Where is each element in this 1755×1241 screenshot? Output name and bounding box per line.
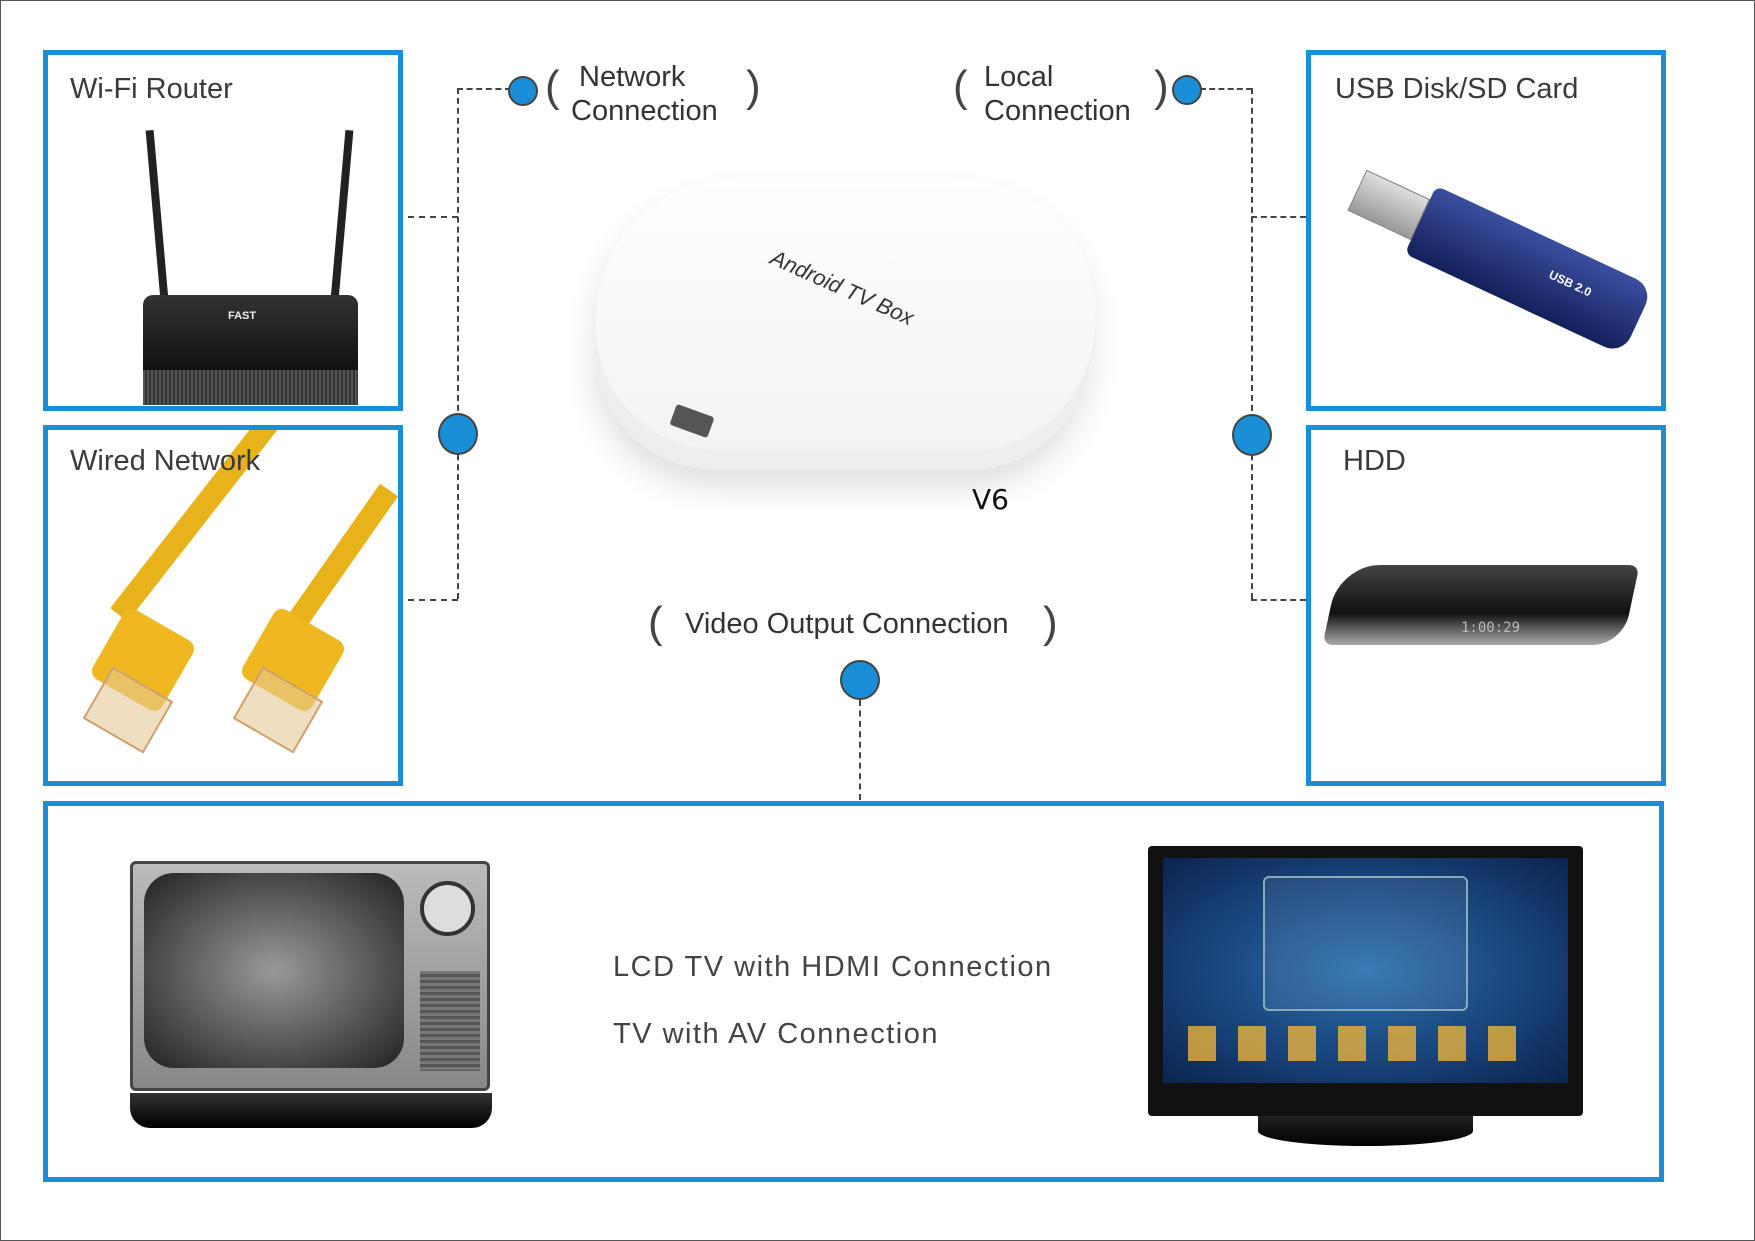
paren-close: ) (1043, 598, 1058, 647)
video-connector-line (859, 700, 861, 800)
paren-close: ) (746, 62, 761, 111)
hdd-box: HDD 1:00:29 (1306, 425, 1666, 786)
network-connection-label: Network Connection (571, 61, 718, 127)
usb-stick-image: USB 2.0 (1337, 152, 1665, 369)
crt-tv-image (130, 861, 492, 1136)
local-hub-dot (1232, 414, 1272, 456)
android-tv-box-image: Android TV Box (579, 140, 1115, 490)
wifi-router-box: Wi-Fi Router FAST (43, 50, 403, 411)
model-label: V6 (972, 483, 1009, 516)
wired-network-label: Wired Network (70, 445, 261, 477)
hdd-image: 1:00:29 (1322, 545, 1641, 665)
usb-connector (1251, 216, 1306, 218)
router-image: FAST (143, 129, 363, 405)
display-outputs-box: LCD TV with HDMI Connection TV with AV C… (43, 801, 1664, 1182)
router-brand: FAST (228, 310, 257, 322)
paren-close: ) (1154, 62, 1169, 111)
local-connection-label: Local Connection (984, 61, 1131, 127)
left-connector-line (457, 88, 459, 599)
paren-open: ( (545, 62, 560, 111)
usb-disk-label: USB Disk/SD Card (1335, 73, 1579, 105)
paren-open: ( (953, 62, 968, 111)
lcd-hdmi-label: LCD TV with HDMI Connection (613, 951, 1053, 983)
left-connector-top (457, 88, 511, 90)
lcd-tv-image (1148, 846, 1583, 1151)
tv-av-label: TV with AV Connection (613, 1018, 939, 1050)
right-connector-line (1251, 88, 1253, 599)
hdd-display: 1:00:29 (1461, 620, 1521, 636)
local-legend-dot (1172, 75, 1202, 105)
hdd-label: HDD (1343, 445, 1406, 477)
hdd-connector (1251, 599, 1306, 601)
video-output-label: Video Output Connection (685, 608, 1009, 640)
network-legend-dot (508, 76, 538, 106)
wired-network-box: Wired Network (43, 425, 403, 786)
usb-disk-box: USB Disk/SD Card USB 2.0 (1306, 50, 1666, 411)
network-hub-dot (438, 413, 478, 455)
paren-open: ( (648, 598, 663, 647)
router-connector (408, 216, 458, 218)
right-connector-top (1200, 88, 1252, 90)
wifi-router-label: Wi-Fi Router (70, 73, 233, 105)
wired-connector (408, 599, 458, 601)
video-output-dot (840, 660, 880, 700)
